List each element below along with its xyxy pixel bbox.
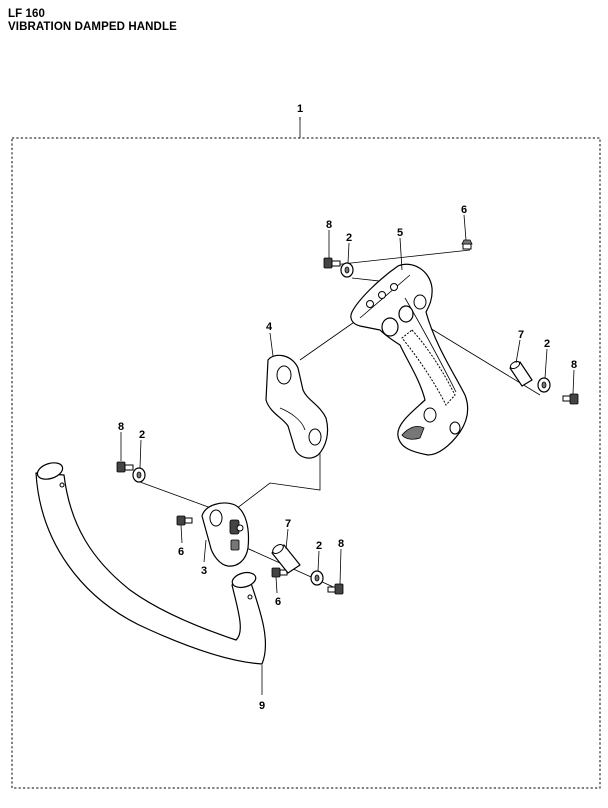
spacer-lower (271, 544, 301, 574)
callout-1: 1 (297, 103, 303, 115)
callout-2-left: 2 (139, 429, 145, 441)
callout-7-lower: 7 (285, 518, 291, 530)
spacer-right (509, 360, 533, 387)
screw-lower-left (176, 515, 193, 526)
handle-bracket (350, 263, 469, 456)
damper-plate (265, 354, 329, 459)
callout-3: 3 (201, 565, 207, 577)
callout-8-top: 8 (326, 219, 332, 231)
callout-2-lower: 2 (316, 540, 322, 552)
bolt-right (562, 393, 579, 405)
assembly-title: VIBRATION DAMPED HANDLE (8, 21, 177, 33)
bolt-left (116, 461, 134, 473)
callout-5: 5 (397, 227, 403, 239)
washer-right (537, 377, 551, 393)
bolt-top (323, 257, 341, 269)
mount-bracket (201, 502, 250, 567)
screw-top-right (461, 239, 473, 250)
callout-2-top: 2 (346, 232, 352, 244)
callout-8-left: 8 (118, 421, 124, 433)
callout-6-lower-left: 6 (178, 546, 184, 558)
bolt-lower (327, 583, 344, 595)
callout-4: 4 (266, 321, 273, 333)
callout-9: 9 (259, 700, 265, 712)
washer-top (340, 262, 354, 278)
callout-7-right: 7 (518, 329, 524, 341)
washer-lower (310, 570, 324, 586)
callout-labels: 1 8 2 5 6 4 7 2 8 8 2 6 3 7 2 8 6 9 (118, 103, 577, 712)
callout-6-lower-mid: 6 (275, 596, 281, 608)
model-title: LF 160 (8, 8, 46, 20)
callout-2-right: 2 (544, 338, 550, 350)
callout-8-right: 8 (571, 359, 577, 371)
washer-left (132, 467, 146, 483)
callout-6-top-right: 6 (461, 204, 467, 216)
callout-leaders (120, 117, 575, 695)
handle-bar-tube (35, 462, 266, 665)
callout-8-lower: 8 (338, 538, 344, 550)
assembly-boundary (11, 137, 601, 789)
